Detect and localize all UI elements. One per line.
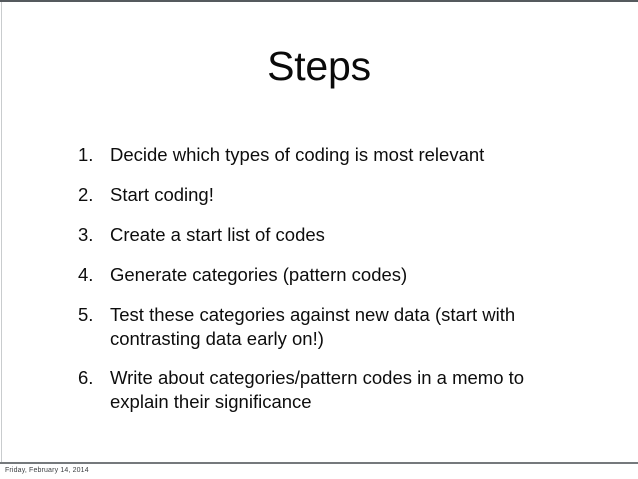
- list-item-line-wrap: contrasting data early on!): [110, 328, 324, 349]
- steps-list: 1. Decide which types of coding is most …: [78, 143, 588, 429]
- list-item-number: 4.: [78, 264, 94, 285]
- list-item-text: Test these categories against new data (…: [110, 303, 588, 351]
- left-edge-divider: [1, 2, 2, 463]
- list-item-line: Write about categories/pattern codes in …: [110, 367, 525, 388]
- list-item-number: 5.: [78, 304, 94, 325]
- list-item-number: 1.: [78, 144, 94, 165]
- footer-date: Friday, February 14, 2014: [5, 467, 89, 474]
- list-item-text: Create a start list of codes: [110, 223, 588, 247]
- list-item: 5. Test these categories against new dat…: [78, 303, 588, 351]
- list-item-text: Decide which types of coding is most rel…: [110, 143, 588, 167]
- list-item: 6. Write about categories/pattern codes …: [78, 366, 588, 414]
- page-title: Steps: [267, 43, 371, 89]
- list-item-text: Write about categories/pattern codes in …: [110, 366, 588, 414]
- list-item: 3. Create a start list of codes: [78, 223, 588, 247]
- list-item-line: Decide which types of coding is most rel…: [110, 144, 485, 165]
- list-item-number: 3.: [78, 224, 94, 245]
- list-item-text: Start coding!: [110, 183, 588, 207]
- top-divider: [0, 0, 638, 2]
- list-item-line: Test these categories against new data (…: [110, 304, 516, 325]
- list-item-line: Start coding!: [110, 184, 214, 205]
- list-item-number: 2.: [78, 184, 94, 205]
- list-item: 1. Decide which types of coding is most …: [78, 143, 588, 167]
- list-item-number: 6.: [78, 367, 94, 388]
- list-item-line: Generate categories (pattern codes): [110, 264, 408, 285]
- list-item: 4. Generate categories (pattern codes): [78, 263, 588, 287]
- list-item: 2. Start coding!: [78, 183, 588, 207]
- list-item-text: Generate categories (pattern codes): [110, 263, 588, 287]
- list-item-line: Create a start list of codes: [110, 224, 325, 245]
- footer-divider: [0, 462, 638, 464]
- list-item-line-wrap: explain their significance: [110, 391, 312, 412]
